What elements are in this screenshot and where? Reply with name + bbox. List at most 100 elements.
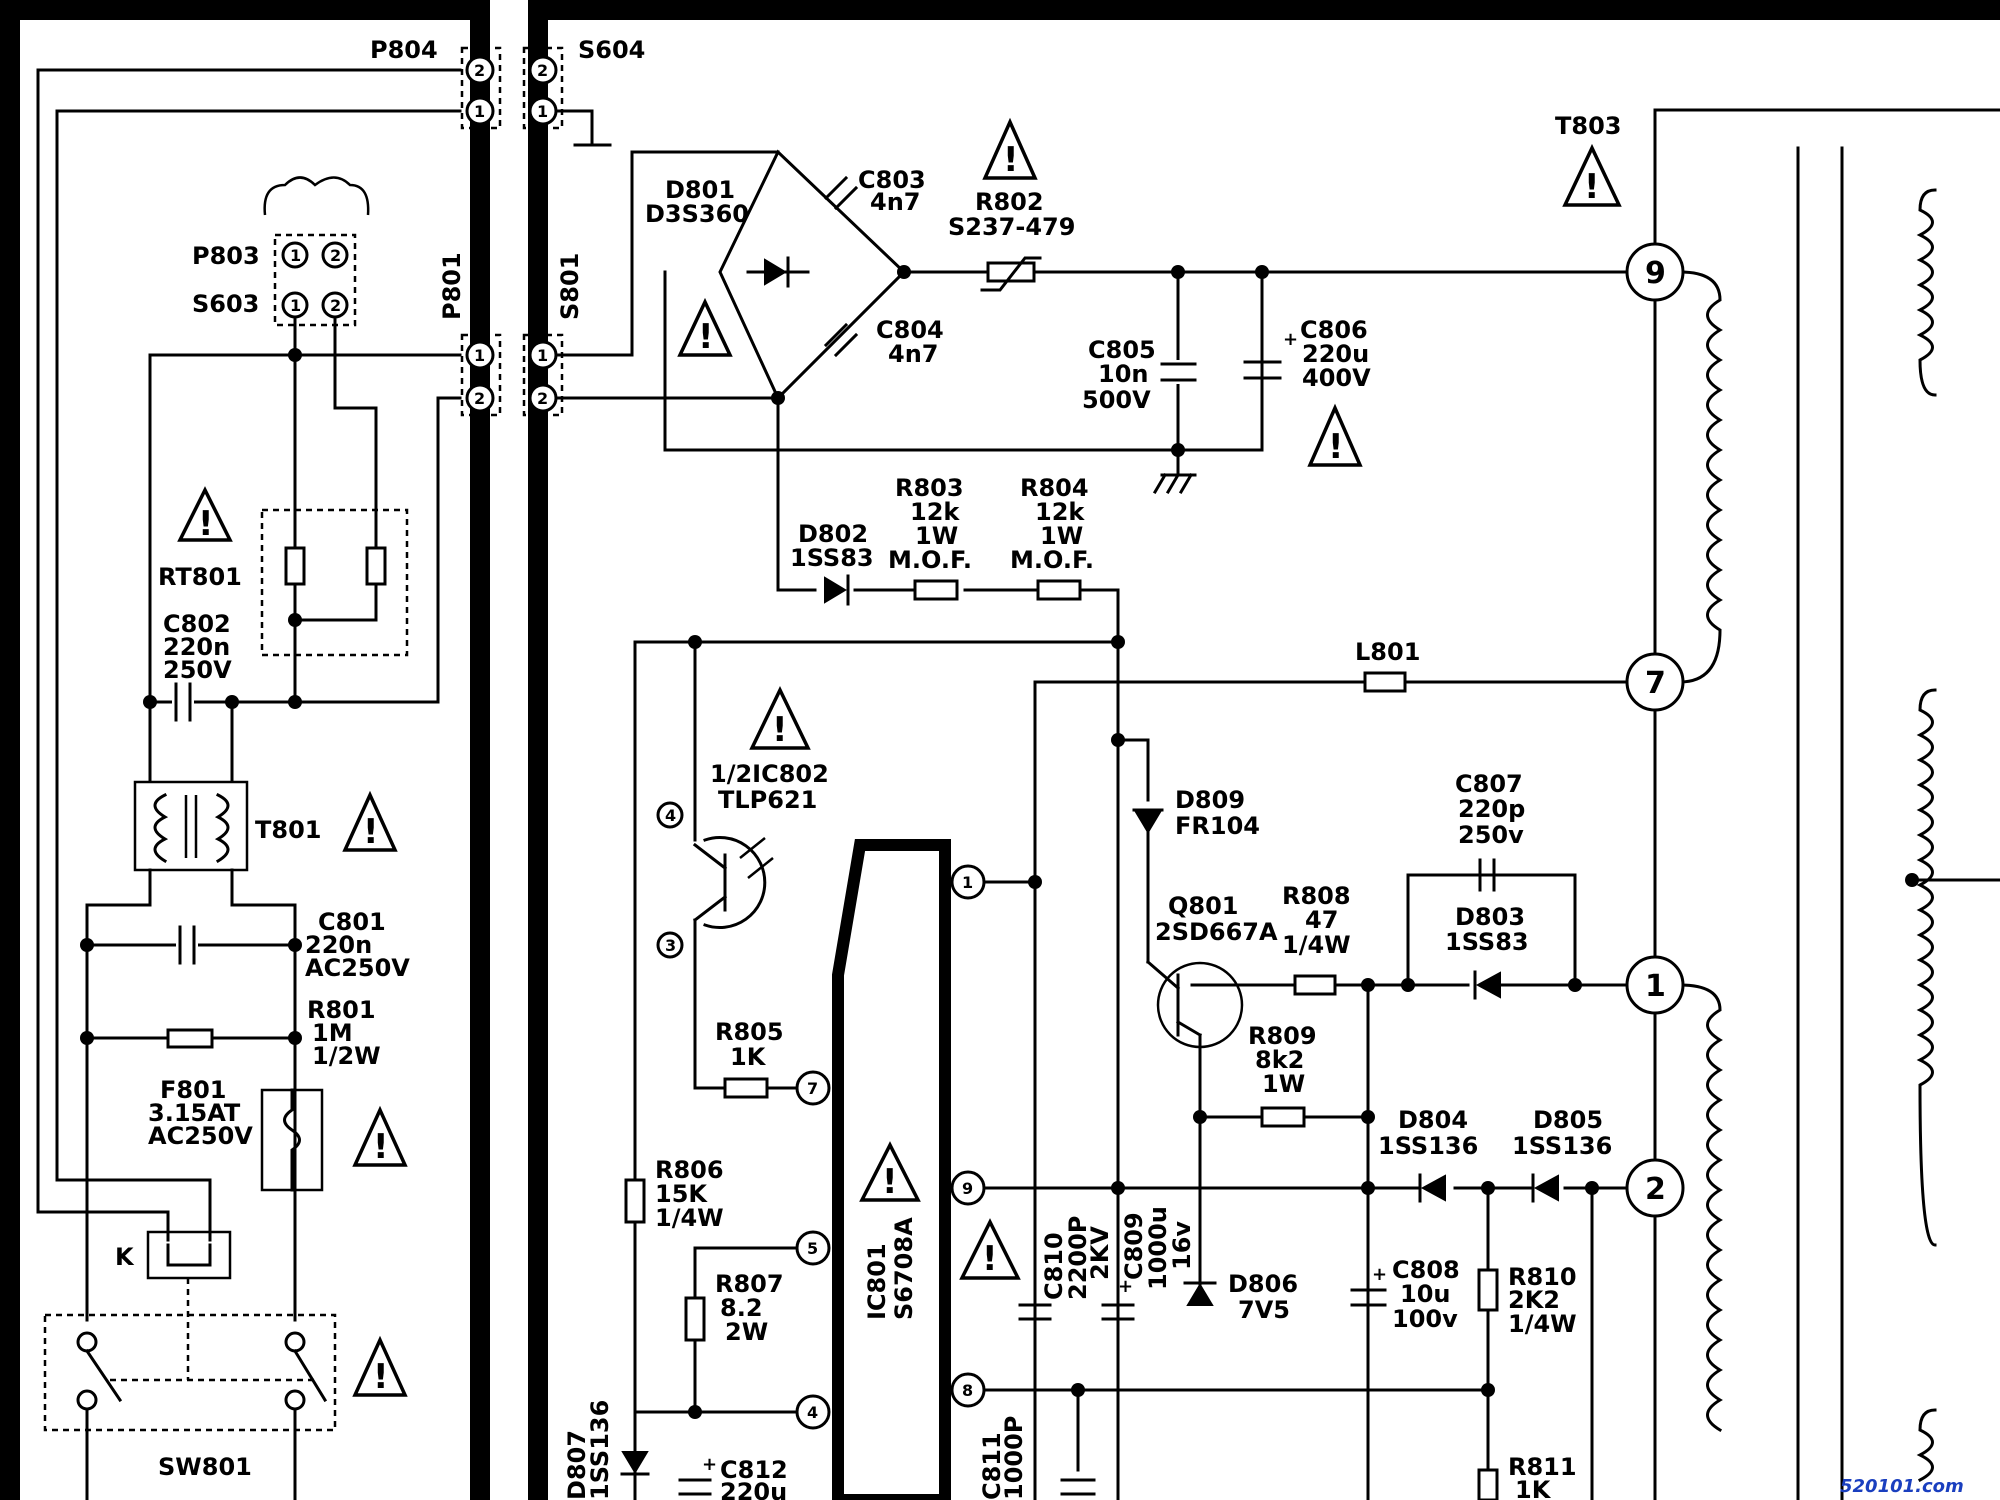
ground-symbol bbox=[1152, 448, 1197, 495]
svg-text:4: 4 bbox=[665, 806, 676, 825]
p803-label: P803 bbox=[192, 242, 260, 270]
c804-capacitor: C804 4n7 bbox=[823, 316, 944, 368]
svg-text:C803: C803 bbox=[858, 166, 926, 194]
svg-text:R802: R802 bbox=[975, 188, 1044, 216]
left-junctions bbox=[80, 348, 302, 1045]
svg-text:TLP621: TLP621 bbox=[718, 786, 817, 814]
c807-capacitor: C807 220p 250v bbox=[1455, 770, 1525, 892]
svg-text:15K: 15K bbox=[655, 1180, 708, 1208]
t803-pin-2: 2 bbox=[1645, 1172, 1666, 1207]
d803-diode: D803 1SS83 bbox=[1445, 903, 1529, 1000]
ic801-pin-1: 1 bbox=[962, 873, 973, 892]
svg-text:+: + bbox=[1372, 1264, 1387, 1285]
warning-icon: ! bbox=[373, 1127, 389, 1167]
c805-capacitor: C805 10n 500V bbox=[1082, 336, 1197, 414]
warning-icon: ! bbox=[698, 317, 714, 357]
svg-text:1W: 1W bbox=[1040, 522, 1083, 550]
q801-transistor: Q801 2SD667A bbox=[1145, 892, 1278, 1049]
svg-text:2: 2 bbox=[330, 296, 341, 315]
svg-text:L801: L801 bbox=[1355, 638, 1420, 666]
svg-text:AC250V: AC250V bbox=[305, 954, 410, 982]
r808-resistor: R808 47 1/4W bbox=[1282, 882, 1351, 996]
p804-connector: 2 1 2 1 P804 S604 bbox=[370, 36, 645, 147]
ic801-pin-7: 7 bbox=[807, 1079, 818, 1098]
svg-text:D806: D806 bbox=[1228, 1270, 1298, 1298]
svg-text:T803: T803 bbox=[1555, 112, 1621, 140]
svg-text:4n7: 4n7 bbox=[870, 188, 920, 216]
svg-text:2KV: 2KV bbox=[1086, 1226, 1114, 1280]
svg-text:S237-479: S237-479 bbox=[948, 213, 1075, 241]
svg-text:1SS83: 1SS83 bbox=[790, 544, 874, 572]
svg-text:C805: C805 bbox=[1088, 336, 1156, 364]
r802-resistor: R802 S237-479 ! bbox=[948, 117, 1075, 292]
svg-text:1K: 1K bbox=[730, 1043, 767, 1071]
svg-text:500V: 500V bbox=[1082, 386, 1151, 414]
svg-text:1W: 1W bbox=[1262, 1070, 1305, 1098]
svg-text:C808: C808 bbox=[1392, 1256, 1460, 1284]
svg-text:FR104: FR104 bbox=[1175, 812, 1260, 840]
svg-text:+: + bbox=[1118, 1276, 1133, 1297]
c810-capacitor: C810 2200P 2KV ! bbox=[959, 1216, 1114, 1321]
svg-text:220n: 220n bbox=[163, 633, 230, 661]
warning-icon: ! bbox=[373, 1357, 389, 1397]
svg-text:AC250V: AC250V bbox=[148, 1122, 253, 1150]
r811-resistor: R811 1K bbox=[1477, 1453, 1577, 1500]
ic801-chip: IC801 S6708A ! 1 7 9 5 4 8 bbox=[795, 839, 986, 1500]
s801-label: S801 bbox=[556, 253, 584, 320]
svg-text:47: 47 bbox=[1305, 906, 1338, 934]
warning-icon: ! bbox=[1328, 427, 1344, 467]
svg-text:1SS136: 1SS136 bbox=[1378, 1132, 1478, 1160]
svg-text:10u: 10u bbox=[1400, 1280, 1450, 1308]
svg-text:D3S360: D3S360 bbox=[645, 200, 749, 228]
svg-text:F801: F801 bbox=[160, 1076, 227, 1104]
svg-text:D807: D807 bbox=[563, 1430, 591, 1500]
svg-text:2: 2 bbox=[537, 389, 548, 408]
d806-zener-diode: D806 7V5 bbox=[1183, 1270, 1298, 1324]
r801-resistor: R801 1M 1/2W bbox=[166, 996, 381, 1070]
svg-text:1/4W: 1/4W bbox=[1282, 931, 1351, 959]
svg-text:1K: 1K bbox=[1515, 1476, 1552, 1500]
svg-text:1: 1 bbox=[290, 296, 301, 315]
svg-text:12k: 12k bbox=[1035, 498, 1085, 526]
d801-bridge-rectifier: D801 D3S360 ! bbox=[645, 149, 907, 401]
warning-icon: ! bbox=[882, 1162, 898, 1202]
svg-text:R806: R806 bbox=[655, 1156, 724, 1184]
svg-text:C812: C812 bbox=[720, 1456, 788, 1484]
r803-resistor: R803 12k 1W M.O.F. bbox=[888, 474, 972, 601]
svg-text:C809: C809 bbox=[1120, 1212, 1148, 1280]
svg-text:2200P: 2200P bbox=[1064, 1216, 1092, 1300]
r806-resistor: R806 15K 1/4W bbox=[624, 1156, 724, 1232]
svg-text:1/4W: 1/4W bbox=[655, 1204, 724, 1232]
svg-text:R810: R810 bbox=[1508, 1263, 1577, 1291]
svg-text:1/2W: 1/2W bbox=[312, 1042, 381, 1070]
t803-pin-9: 9 bbox=[1645, 256, 1666, 291]
svg-text:2: 2 bbox=[330, 246, 341, 265]
ic801-pin-9: 9 bbox=[962, 1179, 973, 1198]
svg-text:7V5: 7V5 bbox=[1238, 1296, 1290, 1324]
svg-text:220u: 220u bbox=[720, 1478, 787, 1500]
svg-text:D803: D803 bbox=[1455, 903, 1525, 931]
svg-text:1/2IC802: 1/2IC802 bbox=[710, 760, 829, 788]
svg-text:1000u: 1000u bbox=[1144, 1206, 1172, 1290]
t803-pin-1: 1 bbox=[1645, 969, 1666, 1004]
svg-text:1000P: 1000P bbox=[1000, 1416, 1028, 1500]
svg-text:S6708A: S6708A bbox=[890, 1217, 918, 1320]
svg-text:220n: 220n bbox=[305, 931, 372, 959]
svg-text:IC801: IC801 bbox=[863, 1243, 891, 1320]
svg-text:+: + bbox=[702, 1454, 717, 1475]
svg-text:4n7: 4n7 bbox=[888, 340, 938, 368]
c808-capacitor: + C808 10u 100v bbox=[1350, 1256, 1460, 1333]
svg-text:D801: D801 bbox=[665, 176, 735, 204]
svg-text:C811: C811 bbox=[978, 1432, 1006, 1500]
warning-icon: ! bbox=[1003, 140, 1019, 180]
svg-text:D802: D802 bbox=[798, 520, 868, 548]
svg-text:2SD667A: 2SD667A bbox=[1155, 918, 1278, 946]
svg-text:2: 2 bbox=[474, 389, 485, 408]
left-board-wiring bbox=[36, 68, 462, 1322]
r804-resistor: R804 12k 1W M.O.F. bbox=[1010, 474, 1094, 601]
p801-label: P801 bbox=[438, 252, 466, 320]
svg-text:12k: 12k bbox=[910, 498, 960, 526]
svg-text:C810: C810 bbox=[1040, 1232, 1068, 1300]
